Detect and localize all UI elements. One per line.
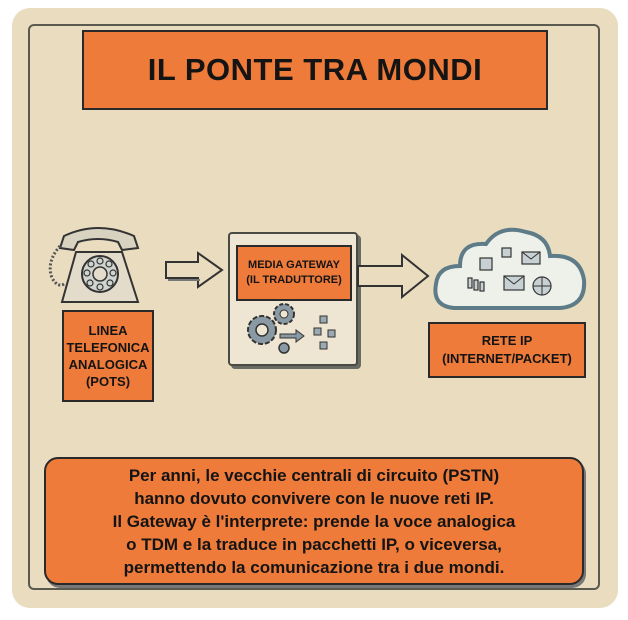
description-line: o TDM e la traduce in pacchetti IP, o vi… [126, 534, 502, 554]
label-line: RETE IP [481, 333, 533, 348]
label-line: ANALOGICA [68, 357, 148, 372]
label-line: (POTS) [85, 374, 131, 389]
cloud-network-icon [433, 227, 587, 310]
page-title: IL PONTE TRA MONDI [82, 30, 548, 110]
description-line: hanno dovuto convivere con le nuove reti… [134, 488, 494, 508]
label-line: LINEA [88, 323, 128, 338]
description-box: Per anni, le vecchie centrali di circuit… [44, 457, 584, 585]
gears-icon [247, 303, 336, 354]
media-gateway-label: MEDIA GATEWAY (IL TRADUTTORE) [236, 245, 352, 301]
telephone-icon [48, 227, 140, 303]
label-line: (IL TRADUTTORE) [246, 274, 342, 286]
title-text: IL PONTE TRA MONDI [147, 52, 483, 87]
label-line: TELEFONICA [66, 340, 150, 355]
analog-line-label: LINEA TELEFONICA ANALOGICA (POTS) [62, 310, 154, 402]
label-line: MEDIA GATEWAY [248, 259, 340, 271]
ip-network-label: RETE IP (INTERNET/PACKET) [428, 322, 586, 378]
poster-frame [28, 24, 600, 590]
description-line: permettendo la comunicazione tra i due m… [123, 557, 505, 577]
arrow-right-icon [357, 252, 430, 300]
description-line: Per anni, le vecchie centrali di circuit… [128, 465, 500, 485]
label-line: (INTERNET/PACKET) [442, 351, 572, 366]
arrow-right-icon [165, 251, 224, 289]
description-line: Il Gateway è l'interprete: prende la voc… [112, 511, 516, 531]
